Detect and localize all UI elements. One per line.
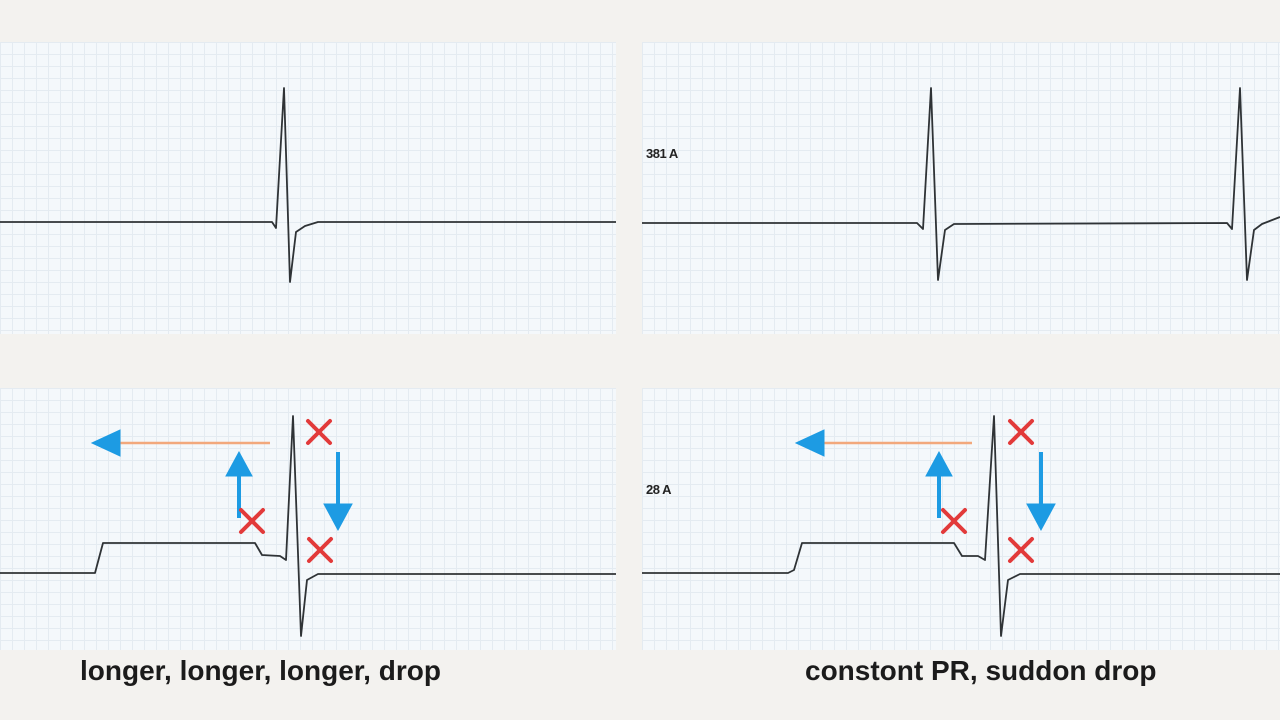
panel-label: 28 A [646, 482, 671, 497]
cross-icon [941, 508, 967, 534]
up-arrow-icon [925, 450, 953, 518]
ecg-trace [0, 415, 616, 637]
cross-icon [307, 537, 333, 563]
panel-label: 381 A [646, 146, 678, 161]
ecg-panel-top-right: 381 A [642, 42, 1280, 334]
caption-right: constont PR, suddon drop [805, 655, 1157, 686]
cross-icon [1008, 419, 1034, 445]
ecg-panel-bottom-left [0, 388, 616, 650]
ecg-panel-top-left [0, 42, 616, 334]
down-arrow-icon [323, 452, 353, 532]
left-arrow-icon [794, 429, 825, 457]
down-arrow-icon [1026, 452, 1056, 532]
left-arrow-icon [90, 429, 121, 457]
ecg-strip-bottom-left [0, 415, 616, 637]
ecg-panel-bottom-right: 28 A [642, 388, 1280, 650]
ecg-strip-top-left [0, 87, 616, 283]
ecg-trace [0, 87, 616, 283]
cross-icon [1008, 537, 1034, 563]
ecg-strip-bottom-right [642, 415, 1280, 637]
cross-icon [239, 508, 265, 534]
cross-icon [306, 419, 332, 445]
ecg-strip-top-right [642, 87, 1280, 281]
caption-left: longer, longer, longer, drop [80, 655, 441, 686]
ecg-trace [642, 87, 1280, 281]
up-arrow-icon [225, 450, 253, 518]
ecg-trace [642, 415, 1280, 637]
